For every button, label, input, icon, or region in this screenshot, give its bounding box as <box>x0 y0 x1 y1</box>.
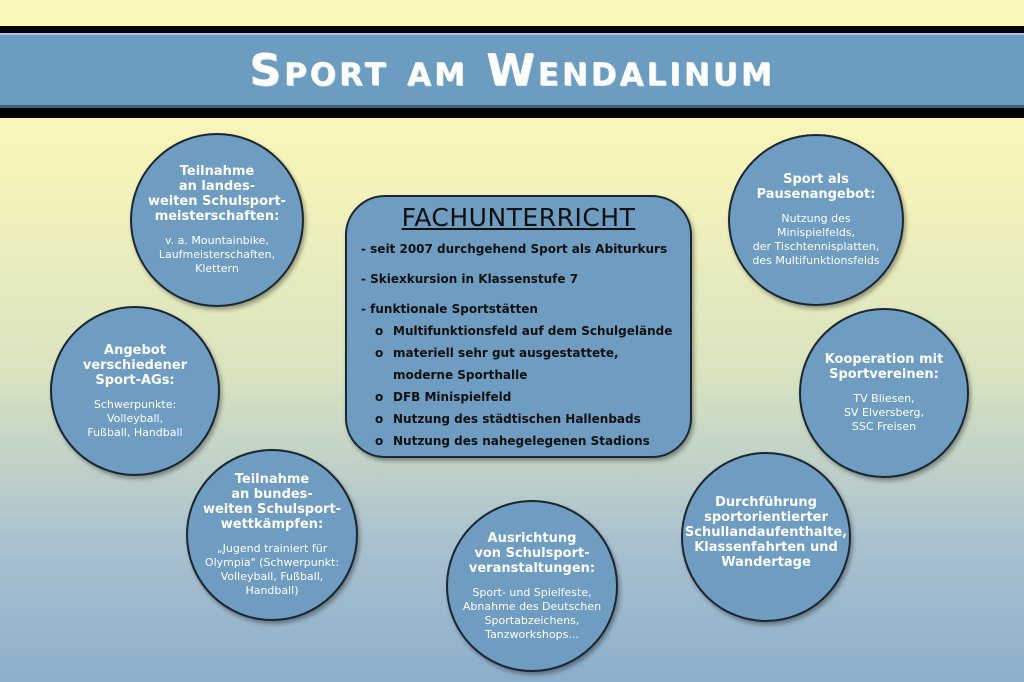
page-title: Sport am Wendalinum <box>249 44 775 96</box>
circle-veranstaltungen: Ausrichtung von Schulsport- veranstaltun… <box>446 500 618 672</box>
sub-item-text: Nutzung des städtischen Hallenbads <box>393 412 641 426</box>
circle-body: v. a. Mountainbike, Laufmeisterschaften,… <box>158 234 276 275</box>
sub-item: o DFB Minispielfeld <box>361 386 676 408</box>
box-heading: FACHUNTERRICHT <box>401 203 636 232</box>
sub-item-text: DFB Minispielfeld <box>393 390 512 404</box>
circle-heading: Sport als Pausenangebot: <box>756 172 876 202</box>
circle-landesmeisterschaften: Teilnahme an landes- weiten Schulsport- … <box>130 133 304 307</box>
bullet-icon: o <box>375 324 384 338</box>
sub-item: o Nutzung des nahegelegenen Stadions <box>361 430 676 452</box>
title-bar: Sport am Wendalinum <box>0 33 1024 108</box>
circle-sport-ags: Angebot verschiedener Sport-AGs: Schwerp… <box>50 306 220 476</box>
bullet-icon: o <box>375 346 384 360</box>
circle-heading: Kooperation mit Sportvereinen: <box>824 352 944 382</box>
sub-item-text: Nutzung des nahegelegenen Stadions <box>393 434 650 448</box>
sub-item: o Nutzung des städtischen Hallenbads <box>361 408 676 430</box>
circle-body: Schwerpunkte: Volleyball, Fußball, Handb… <box>87 397 183 439</box>
sub-item-text: Multifunktionsfeld auf dem Schulgelände <box>393 324 673 338</box>
circle-pausenangebot: Sport als Pausenangebot: Nutzung des Min… <box>728 134 904 306</box>
list-item: - funktionale Sportstätten <box>361 302 538 316</box>
title-banner: Sport am Wendalinum <box>0 26 1024 118</box>
fachunterricht-box: FACHUNTERRICHT - seit 2007 durchgehend S… <box>345 195 692 458</box>
bullet-icon: o <box>375 412 384 426</box>
circle-kooperation: Kooperation mit Sportvereinen: TV Bliese… <box>799 308 969 478</box>
circle-body: „Jugend trainiert für Olympia" (Schwerpu… <box>204 542 340 597</box>
sub-item-text: materiell sehr gut ausgestattete, modern… <box>393 346 619 382</box>
list-item: - seit 2007 durchgehend Sport als Abitur… <box>361 242 668 256</box>
circle-body: Nutzung des Minispielfelds, der Tischten… <box>752 212 880 267</box>
circle-body: Sport- und Spielfeste, Abnahme des Deuts… <box>462 585 602 641</box>
circle-fahrten: Durchführung sportorientierter Schulland… <box>681 452 851 622</box>
circle-heading: Teilnahme an bundes- weiten Schulsport- … <box>202 472 342 532</box>
bullet-icon: o <box>375 390 384 404</box>
bullet-icon: o <box>375 434 384 448</box>
list-item: - Skiexkursion in Klassenstufe 7 <box>361 272 579 286</box>
circle-heading: Angebot verschiedener Sport-AGs: <box>82 342 188 388</box>
circle-heading: Ausrichtung von Schulsport- veranstaltun… <box>468 530 596 576</box>
circle-bundeswettkaempfe: Teilnahme an bundes- weiten Schulsport- … <box>186 449 358 621</box>
sub-item: o Multifunktionsfeld auf dem Schulgelände <box>361 320 676 342</box>
circle-heading: Teilnahme an landes- weiten Schulsport- … <box>147 164 287 224</box>
circle-heading: Durchführung sportorientierter Schulland… <box>684 494 848 570</box>
sub-item: o materiell sehr gut ausgestattete, moder… <box>361 342 676 386</box>
circle-body: TV Bliesen, SV Elversberg, SSC Freisen <box>843 392 925 433</box>
